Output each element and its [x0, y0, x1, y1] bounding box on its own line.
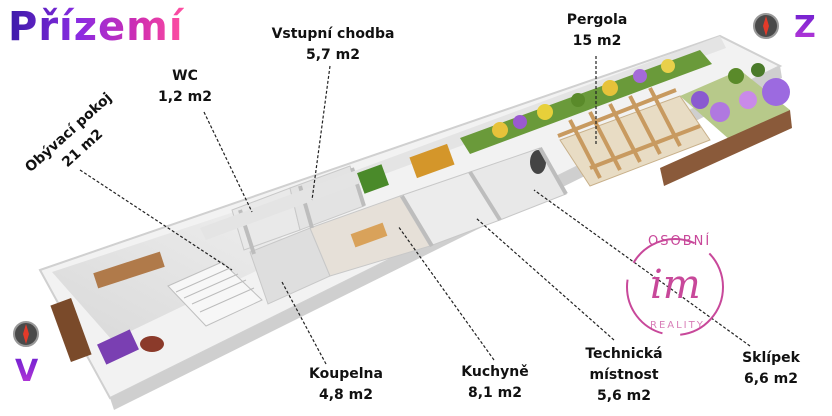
entrance-hall-area: 5,7 m2 [305, 47, 360, 63]
green-panel [357, 164, 389, 194]
pergola-name: Pergola [566, 12, 628, 28]
wc-name: WC [172, 68, 198, 84]
label-kitchen: Kuchyně 8,1 m2 [450, 362, 540, 404]
bathroom-area: 4,8 m2 [318, 387, 373, 403]
entrance-hall-name: Vstupní chodba [271, 26, 395, 42]
compass-west-icon [753, 13, 779, 39]
cellar-barrel [530, 150, 546, 174]
sofa [97, 329, 139, 365]
flower-bed [492, 59, 675, 138]
cellar-area: 6,6 m2 [743, 371, 798, 387]
wood-wall [50, 298, 92, 362]
staircase [167, 261, 263, 327]
label-wc: WC 1,2 m2 [150, 66, 220, 108]
kitchen-name: Kuchyně [461, 364, 529, 380]
wc-area: 1,2 m2 [157, 89, 212, 105]
technical-room-name-2: místnost [589, 367, 659, 383]
kitchen-table [350, 222, 388, 248]
label-bathroom: Koupelna 4,8 m2 [296, 364, 396, 406]
end-flowers [691, 63, 790, 122]
round-table [140, 336, 164, 352]
cellar-name: Sklípek [742, 350, 800, 366]
flower-panel [409, 143, 455, 179]
label-technical-room: Technická místnost 5,6 m2 [574, 344, 674, 407]
living-room-floor [52, 210, 300, 340]
label-cellar: Sklípek 6,6 m2 [726, 348, 816, 390]
bathroom-name: Koupelna [309, 366, 383, 382]
page-title: Přízemí [8, 4, 184, 50]
label-pergola: Pergola 15 m2 [552, 10, 642, 52]
label-entrance-hall: Vstupní chodba 5,7 m2 [268, 24, 398, 66]
pergola-beams [557, 87, 701, 179]
technical-room-name-1: Technická [585, 346, 663, 362]
technical-room-area: 5,6 m2 [596, 388, 651, 404]
logo-bottom-text: REALITY [650, 320, 705, 331]
compass-west-letter: Z [794, 10, 816, 45]
leader-lines [79, 56, 751, 365]
logo-mark: im [650, 262, 701, 308]
logo-top-text: OSOBNÍ [648, 234, 712, 249]
pergola-area: 15 m2 [572, 33, 622, 49]
compass-east-icon [13, 321, 39, 347]
compass-east-letter: V [15, 354, 39, 389]
brand-logo: OSOBNÍ im REALITY [612, 224, 738, 350]
wood-fence [660, 110, 792, 186]
tv-picture [93, 251, 165, 289]
kitchen-area: 8,1 m2 [467, 385, 522, 401]
